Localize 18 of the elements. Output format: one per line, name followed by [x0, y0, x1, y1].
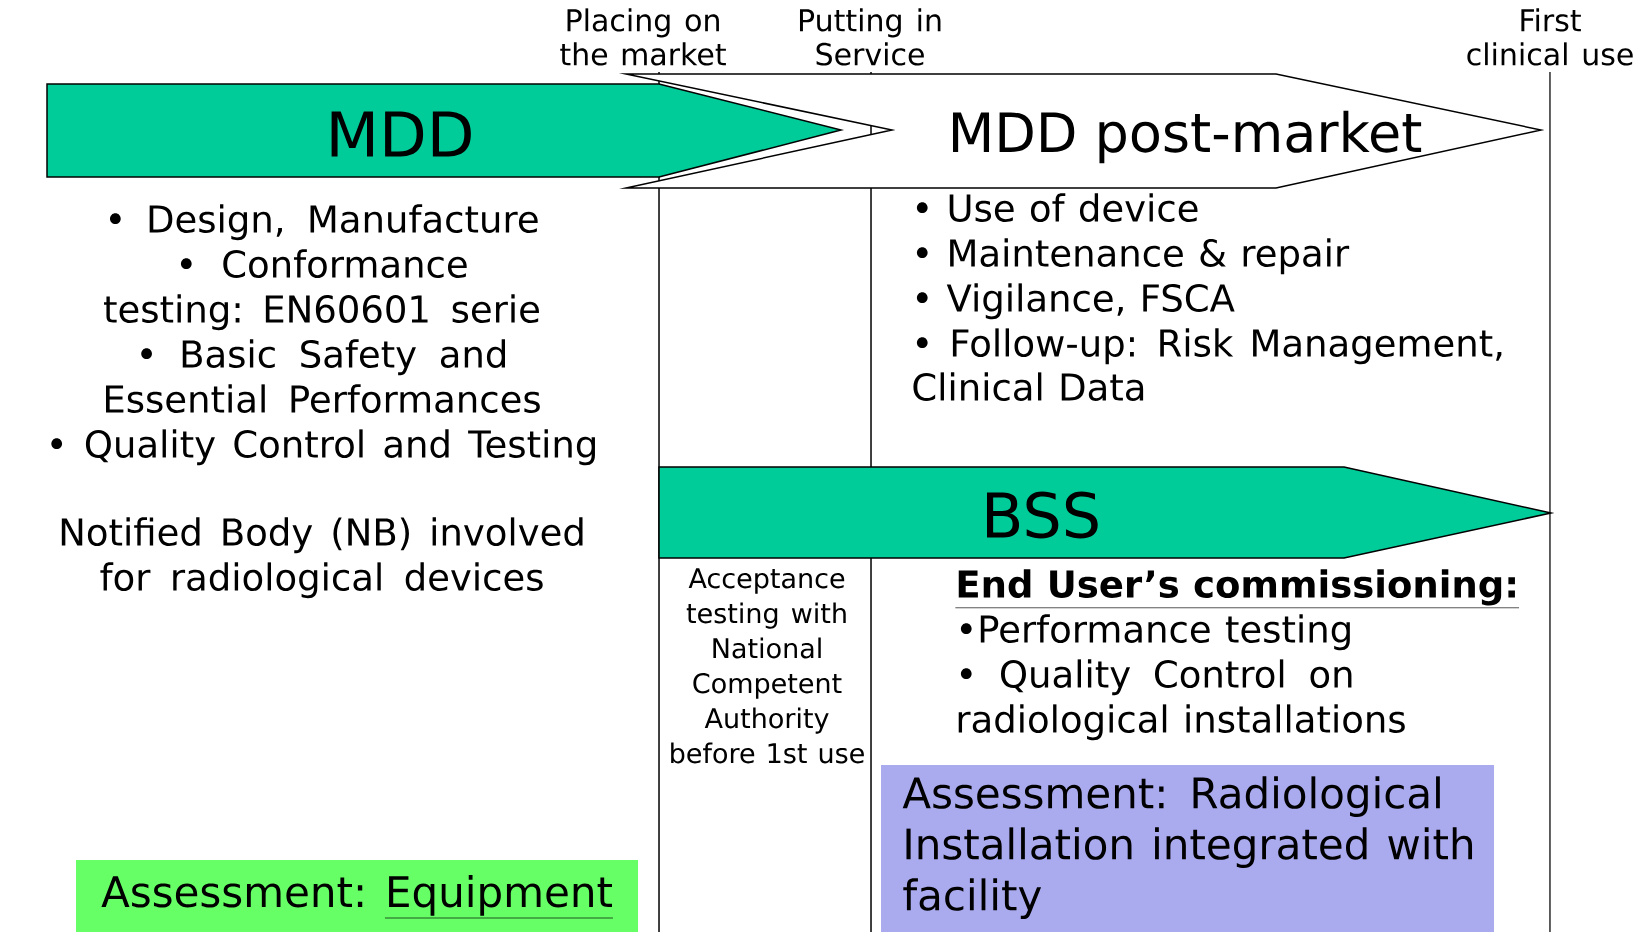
bullet-item: • Conformance testing: EN60601 serie — [104, 249, 539, 331]
bullet-item: • Maintenance & repair — [916, 238, 1350, 275]
bullet-item: • Vigilance, FSCA — [916, 283, 1235, 320]
heading-text: End User’s commissioning: — [955, 569, 1520, 609]
timeline-label: Placing on the market — [560, 8, 726, 66]
timeline-label: Putting in Service — [800, 8, 941, 66]
note-text: Acceptance testing with National Competent Authority before 1st use — [671, 568, 864, 764]
bullet-item: • Design, Manufacture — [110, 204, 538, 241]
bullet-item: •Performance testing — [960, 614, 1350, 651]
note-text: Notified Body (NB) involved for radiological devices — [61, 517, 583, 599]
bullet-item: • Quality Control and Testing — [51, 429, 595, 466]
bullet-item: • Follow-up: Risk Management, Clinical Data — [913, 328, 1502, 401]
bullet-item: • Use of device — [916, 193, 1198, 222]
assessment-box: Assessment: Equipment — [76, 860, 638, 932]
assessment-box: Assessment: Radiological Installation integrated with facility — [881, 765, 1494, 932]
bullet-item: • Quality Control on radiological installations — [958, 659, 1405, 741]
timeline-label: First clinical use — [1467, 8, 1633, 66]
bullet-item: • Basic Safety and Essential Performances — [106, 339, 540, 413]
